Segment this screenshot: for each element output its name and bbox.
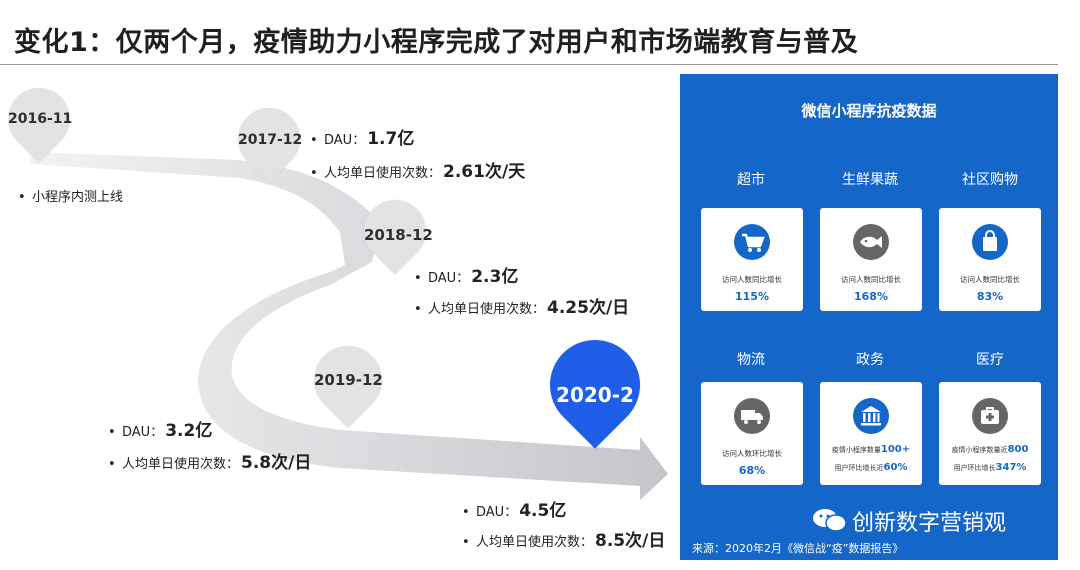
usage-value: 5.8次/日 xyxy=(241,453,312,473)
usage-label: 人均单日使用次数： xyxy=(476,535,594,550)
timeline-date-2019-12: 2019-12 xyxy=(314,371,383,389)
bullet: • xyxy=(462,505,470,520)
usage-2018-12: • 人均单日使用次数：4.25次/日 xyxy=(414,293,629,318)
medical-kit-icon xyxy=(972,398,1008,434)
usage-value: 2.61次/天 xyxy=(443,162,526,182)
timeline-date-2016-11: 2016-11 xyxy=(8,111,73,127)
dau-label: DAU： xyxy=(122,425,164,440)
dau-label: DAU： xyxy=(324,133,366,148)
note-2016-11: • 小程序内测上线 xyxy=(18,186,123,205)
bullet: • xyxy=(414,302,422,317)
timeline-date-2017-12: 2017-12 xyxy=(238,132,303,148)
government-building-icon xyxy=(853,398,889,434)
anti-epidemic-data-panel: 微信小程序抗疫数据 超市 生鲜果蔬 社区购物 访问人数同比增长 115% 访问人… xyxy=(680,74,1058,560)
dau-value: 3.2亿 xyxy=(165,421,213,441)
card-government: 疫情小程序数量100+ 用户环比增长近60% xyxy=(820,382,922,485)
card-community-shopping: 访问人数同比增长 83% xyxy=(939,208,1041,311)
category-supermarket: 超市 xyxy=(737,172,765,188)
dau-2019-12: • DAU：3.2亿 xyxy=(108,416,212,441)
note-text: 小程序内测上线 xyxy=(32,190,124,205)
dau-value: 2.3亿 xyxy=(471,267,519,287)
title-divider xyxy=(0,64,1058,65)
card-supermarket: 访问人数同比增长 115% xyxy=(701,208,803,311)
dau-2018-12: • DAU：2.3亿 xyxy=(414,262,518,287)
card-line-1-label: 疫情小程序数量近 xyxy=(951,446,1008,454)
card-line-1-value: 100+ xyxy=(880,444,911,455)
bullet: • xyxy=(310,166,318,181)
bullet: • xyxy=(18,190,26,205)
fish-icon xyxy=(853,224,889,260)
usage-value: 8.5次/日 xyxy=(595,531,666,551)
card-line-2-value: 347% xyxy=(995,462,1027,473)
bullet: • xyxy=(310,133,318,148)
dau-value: 4.5亿 xyxy=(519,501,567,521)
dau-2017-12: • DAU：1.7亿 xyxy=(310,124,414,149)
card-line-2: 用户环比增长347% xyxy=(939,462,1041,473)
usage-label: 人均单日使用次数： xyxy=(428,302,546,317)
usage-label: 人均单日使用次数： xyxy=(122,457,240,472)
card-line-1: 疫情小程序数量近800 xyxy=(939,444,1041,455)
card-label: 访问人数环比增长 xyxy=(722,449,782,458)
bullet: • xyxy=(108,457,116,472)
usage-label: 人均单日使用次数： xyxy=(324,166,442,181)
category-medical: 医疗 xyxy=(976,352,1004,368)
panel-title: 微信小程序抗疫数据 xyxy=(801,102,937,120)
dau-2020-2: • DAU：4.5亿 xyxy=(462,496,566,521)
wechat-icon xyxy=(813,509,847,532)
usage-2017-12: • 人均单日使用次数：2.61次/天 xyxy=(310,157,525,182)
card-label: 访问人数同比增长 xyxy=(841,275,901,284)
shopping-cart-icon xyxy=(734,224,770,260)
dau-label: DAU： xyxy=(476,505,518,520)
card-line-2-label: 用户环比增长 xyxy=(953,464,996,472)
card-line-2-label: 用户环比增长近 xyxy=(834,464,884,472)
card-fresh-produce: 访问人数同比增长 168% xyxy=(820,208,922,311)
bullet: • xyxy=(414,271,422,286)
card-label: 访问人数同比增长 xyxy=(960,275,1020,284)
dau-value: 1.7亿 xyxy=(367,129,415,149)
category-logistics: 物流 xyxy=(737,352,765,368)
category-community-shopping: 社区购物 xyxy=(962,172,1018,188)
category-government: 政务 xyxy=(856,352,884,368)
card-medical: 疫情小程序数量近800 用户环比增长347% xyxy=(939,382,1041,485)
card-logistics: 访问人数环比增长 68% xyxy=(701,382,803,485)
shopping-bag-icon xyxy=(972,224,1008,260)
usage-2019-12: • 人均单日使用次数：5.8次/日 xyxy=(108,448,311,473)
watermark-text: 创新数字营销观 xyxy=(852,511,1007,536)
bullet: • xyxy=(108,425,116,440)
card-line-1-label: 疫情小程序数量 xyxy=(831,446,881,454)
page-title: 变化1：仅两个月，疫情助力小程序完成了对用户和市场端教育与普及 xyxy=(14,27,859,58)
delivery-truck-icon xyxy=(734,398,770,434)
bullet: • xyxy=(462,535,470,550)
usage-value: 4.25次/日 xyxy=(547,298,630,318)
card-value: 68% xyxy=(738,464,766,477)
growth-path-arrow xyxy=(30,152,668,500)
usage-2020-2: • 人均单日使用次数：8.5次/日 xyxy=(462,526,665,551)
watermark: 创新数字营销观 xyxy=(852,505,1006,537)
card-value: 168% xyxy=(854,290,888,303)
category-fresh-produce: 生鲜果蔬 xyxy=(842,172,898,188)
card-line-1: 疫情小程序数量100+ xyxy=(820,444,922,455)
timeline-date-2020-2: 2020-2 xyxy=(556,383,634,407)
timeline-date-2018-12: 2018-12 xyxy=(364,226,433,244)
data-source-note: 来源：2020年2月《微信战“疫”数据报告》 xyxy=(692,542,904,555)
card-line-2: 用户环比增长近60% xyxy=(820,462,922,473)
dau-label: DAU： xyxy=(428,271,470,286)
card-line-2-value: 60% xyxy=(883,462,908,473)
card-label: 访问人数同比增长 xyxy=(722,275,782,284)
card-value: 115% xyxy=(735,290,769,303)
card-value: 83% xyxy=(976,290,1004,303)
card-line-1-value: 800 xyxy=(1007,444,1029,455)
